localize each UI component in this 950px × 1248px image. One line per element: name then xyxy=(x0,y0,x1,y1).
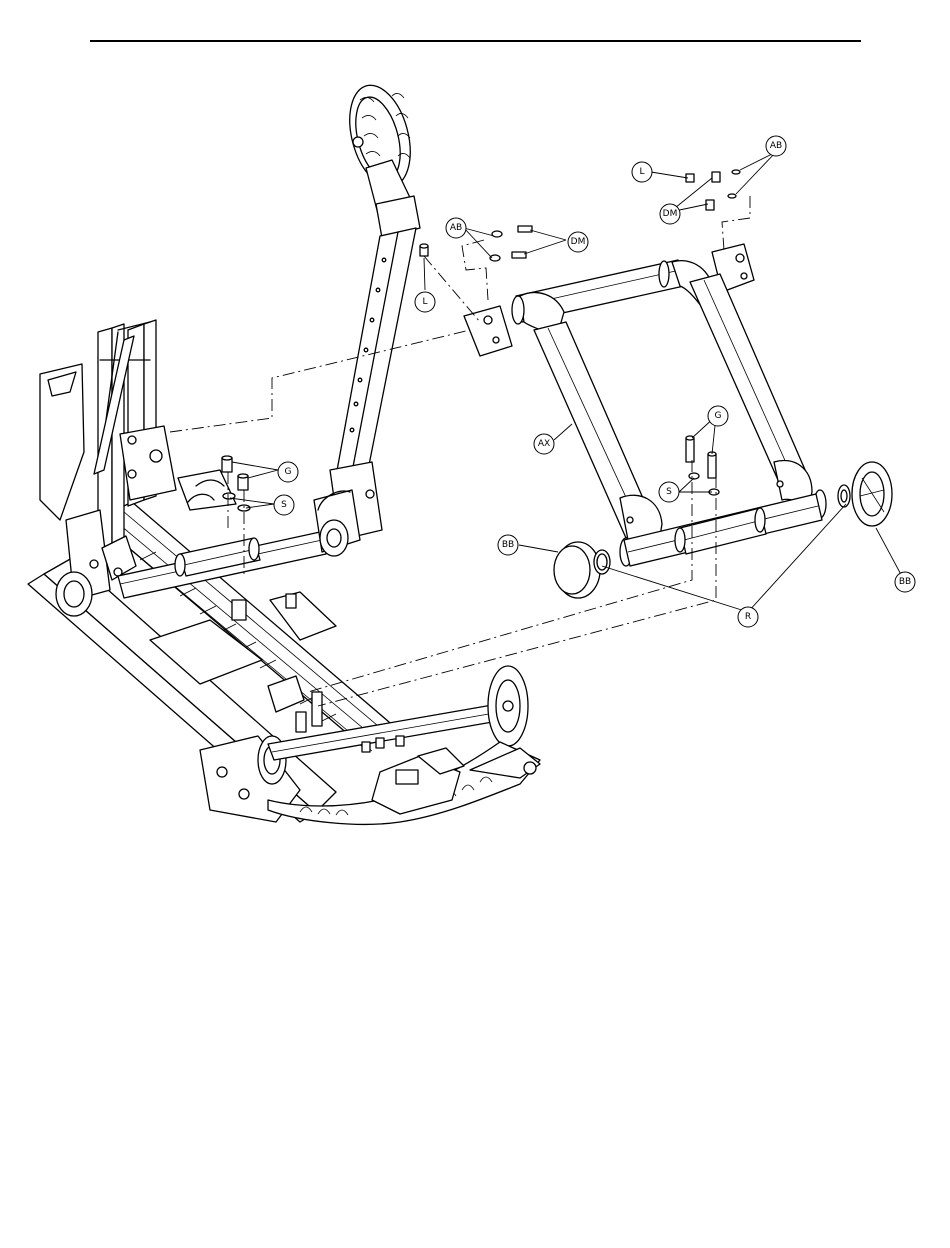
callout-dm-mid: DM xyxy=(568,232,588,252)
callout-s-left: S xyxy=(274,495,294,515)
svg-text:BB: BB xyxy=(502,540,514,550)
callout-ab-mid: AB xyxy=(446,218,466,238)
svg-text:AB: AB xyxy=(450,223,462,233)
svg-text:S: S xyxy=(666,487,672,497)
callout-l-mid: L xyxy=(415,292,435,312)
callout-bb-right: BB xyxy=(895,572,915,592)
svg-text:L: L xyxy=(639,167,644,177)
end-cap-left xyxy=(554,542,610,598)
svg-text:AB: AB xyxy=(770,141,782,151)
svg-text:G: G xyxy=(715,411,722,421)
callout-r: R xyxy=(738,607,758,627)
callout-ax: AX xyxy=(534,434,554,454)
crossbar-assembly xyxy=(464,244,826,566)
callout-dm-top: DM xyxy=(660,204,680,224)
end-cap-right xyxy=(838,462,892,526)
right-bolts-g xyxy=(686,436,719,495)
svg-text:DM: DM xyxy=(571,237,586,247)
svg-text:AX: AX xyxy=(538,439,550,449)
callout-ab-top: AB xyxy=(766,136,786,156)
callout-s-right: S xyxy=(659,482,679,502)
callout-l-top: L xyxy=(632,162,652,182)
svg-text:BB: BB xyxy=(899,577,911,587)
svg-text:L: L xyxy=(422,297,427,307)
callout-bb-left: BB xyxy=(498,535,518,555)
callout-g-right: G xyxy=(708,406,728,426)
callout-g-left: G xyxy=(278,462,298,482)
svg-text:DM: DM xyxy=(663,209,678,219)
svg-text:S: S xyxy=(281,500,287,510)
caster-post xyxy=(314,79,421,556)
svg-text:R: R xyxy=(745,612,751,622)
hardware-top xyxy=(686,170,740,210)
svg-text:G: G xyxy=(285,467,292,477)
